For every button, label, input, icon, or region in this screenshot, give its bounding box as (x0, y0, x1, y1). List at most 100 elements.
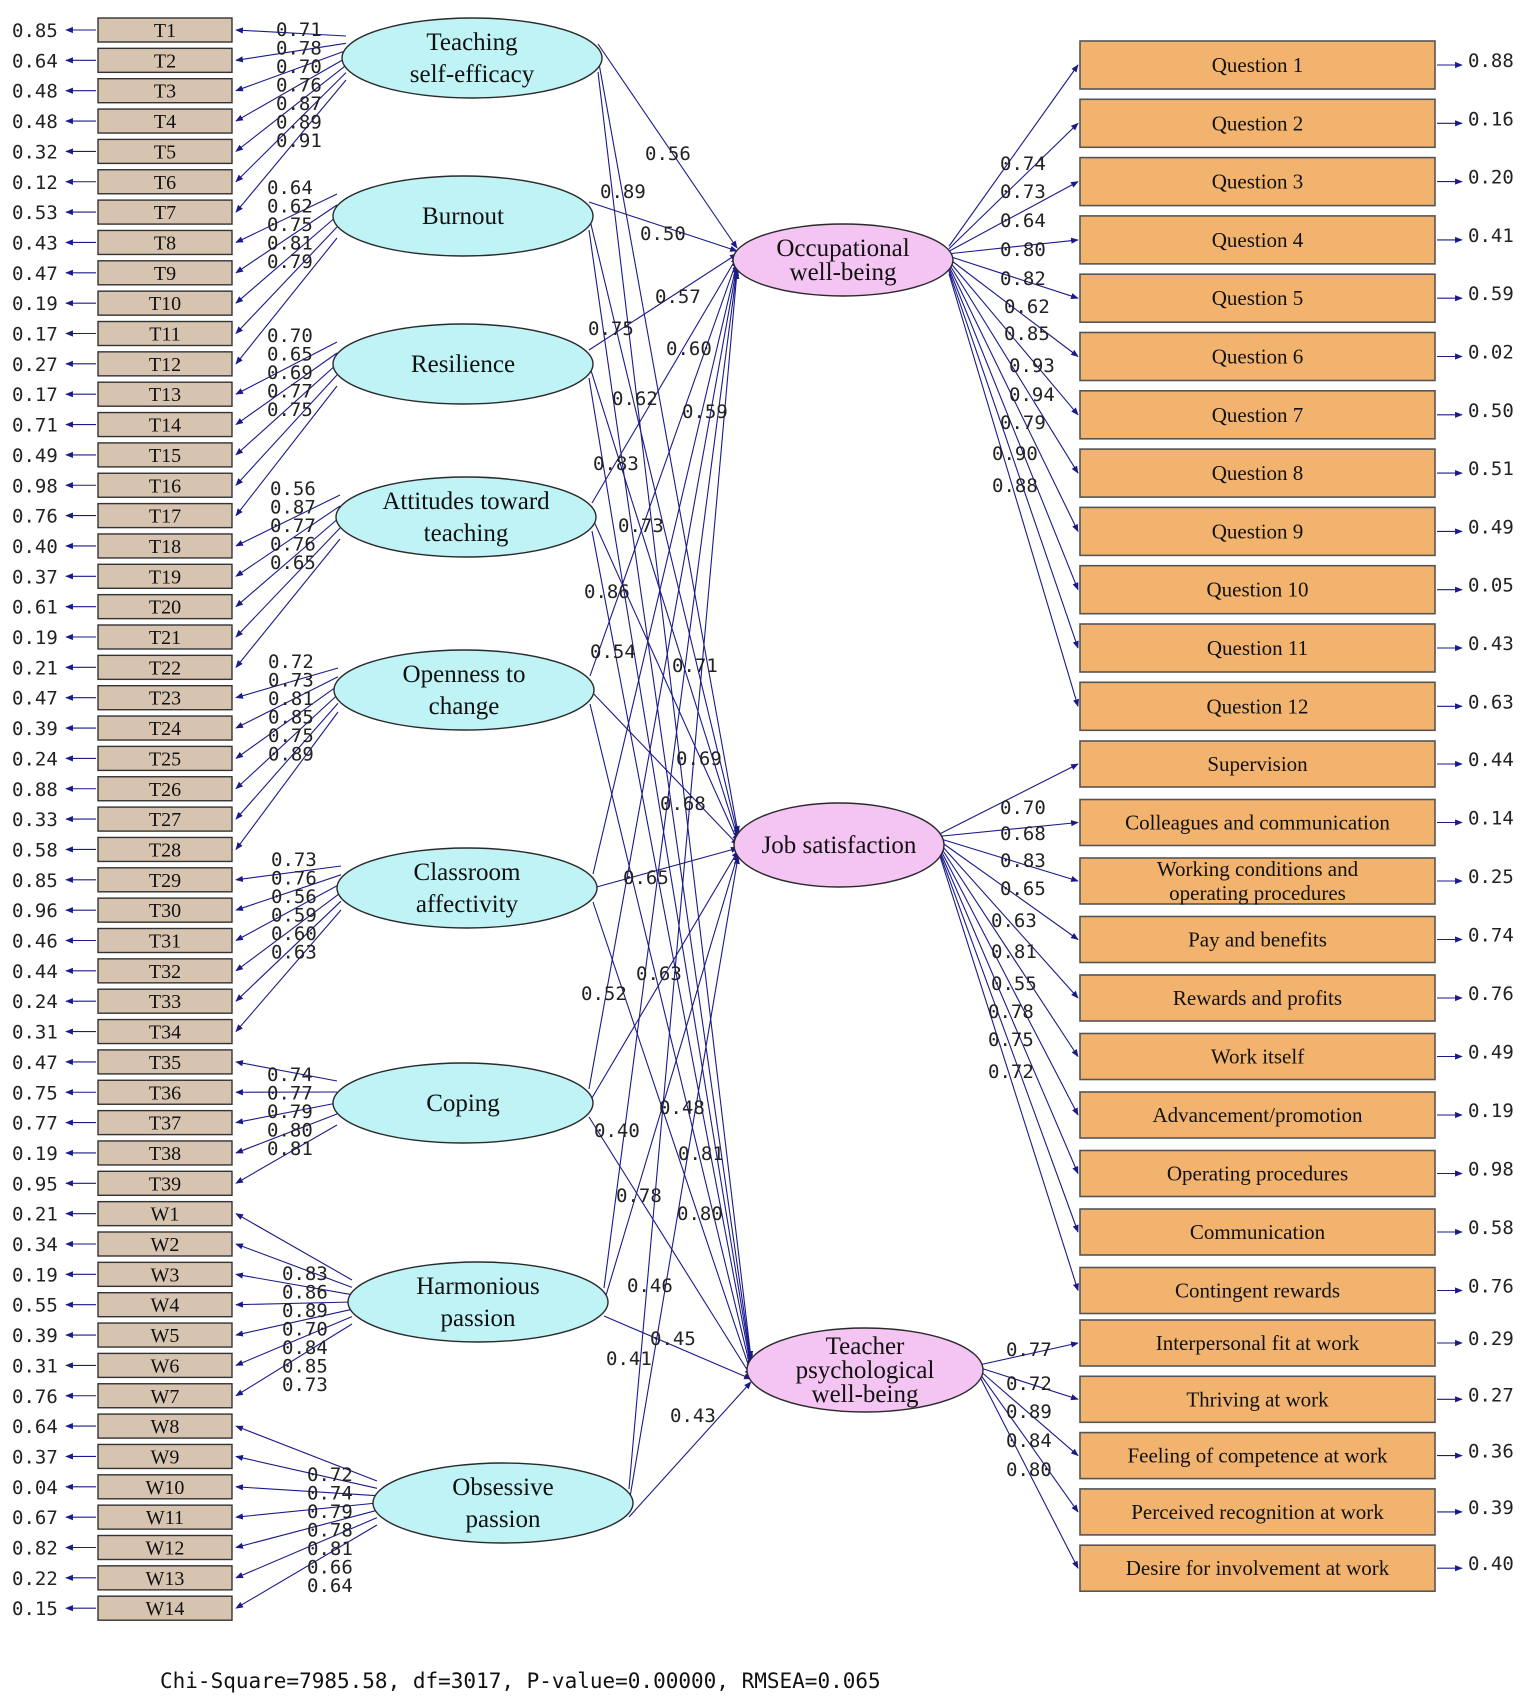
outcome-item-box (1079, 506, 1436, 557)
indicator-error-variance: 0.49 (12, 445, 58, 467)
structural-coefficient: 0.68 (660, 793, 706, 815)
node-layer (97, 17, 1436, 1621)
outcome-item-label: Thriving at work (1186, 1387, 1329, 1411)
outcome-loading: 0.89 (1006, 1401, 1052, 1423)
loading-path (235, 1272, 353, 1296)
loading-path (948, 64, 1079, 247)
factor-loading: 0.72 (307, 1464, 353, 1486)
structural-path (592, 901, 752, 1374)
loading-path (978, 1374, 1079, 1569)
outcome-item-box (1079, 915, 1436, 964)
indicator-error-variance: 0.58 (12, 839, 58, 861)
indicator-label: T10 (149, 293, 181, 315)
outcome-error-variance: 0.43 (1468, 633, 1514, 655)
indicator-box (97, 229, 233, 256)
factor-loading: 0.72 (268, 651, 314, 673)
indicator-error-variance: 0.19 (12, 1264, 58, 1286)
indicator-label: T16 (149, 475, 181, 497)
loading-path (235, 1425, 378, 1482)
outcome-item-label: Question 9 (1212, 519, 1304, 543)
indicator-label: W7 (151, 1386, 180, 1408)
indicator-label: T39 (149, 1173, 181, 1195)
latent-label: Harmonious (416, 1273, 540, 1300)
factor-loading: 0.64 (267, 177, 313, 199)
loading-path (235, 57, 347, 122)
indicator-label: T31 (149, 931, 181, 953)
indicator-error-variance: 0.96 (12, 900, 58, 922)
indicator-box (97, 593, 233, 620)
outcome-error-variance: 0.74 (1468, 925, 1514, 947)
indicator-error-variance: 0.22 (12, 1568, 58, 1590)
factor-loading: 0.73 (282, 1374, 328, 1396)
outcome-error-variance: 0.39 (1468, 1497, 1514, 1519)
outcome-loading: 0.63 (991, 910, 1037, 932)
structural-coefficient: 0.54 (590, 641, 636, 663)
loading-path (948, 271, 1079, 649)
indicator-error-variance: 0.24 (12, 748, 58, 770)
outcome-error-variance: 0.20 (1468, 167, 1514, 189)
indicator-error-variance: 0.24 (12, 991, 58, 1013)
outcome-error-variance: 0.76 (1468, 1276, 1514, 1298)
indicator-error-variance: 0.88 (12, 779, 58, 801)
attitudes-toward-teaching-latent (335, 476, 597, 558)
outcome-item-label: Question 10 (1206, 578, 1308, 602)
indicator-box (97, 47, 233, 74)
structural-coefficient: 0.63 (636, 963, 682, 985)
factor-loading: 0.77 (270, 515, 316, 537)
indicator-box (97, 776, 233, 802)
openness-to-change-latent (333, 649, 595, 731)
indicator-box (97, 1231, 233, 1257)
indicator-error-variance: 0.64 (12, 50, 58, 72)
outcome-item-box (1079, 798, 1436, 847)
outcome-item-box (1079, 1544, 1436, 1592)
outcome-loading: 0.73 (1000, 181, 1046, 203)
harmonious-passion-latent (347, 1261, 609, 1343)
factor-loading: 0.59 (271, 905, 317, 927)
indicator-label: T5 (154, 141, 176, 163)
indicator-label: T8 (154, 232, 176, 254)
outcome-loading: 0.80 (1000, 239, 1046, 261)
fit-statistics: Chi-Square=7985.58, df=3017, P-value=0.0… (160, 1669, 881, 1693)
indicator-box (97, 320, 233, 347)
indicator-box (97, 988, 233, 1014)
indicator-box (97, 958, 233, 984)
structural-path (628, 271, 740, 1490)
factor-loading: 0.64 (307, 1575, 353, 1597)
loading-path (235, 1316, 353, 1366)
indicator-error-variance: 0.34 (12, 1234, 58, 1256)
outcome-item-label: Question 7 (1212, 403, 1304, 427)
factor-loading: 0.89 (268, 744, 314, 766)
loading-path (235, 865, 342, 882)
loading-path (978, 1366, 1079, 1401)
loading-path (235, 1484, 378, 1497)
factor-loading: 0.79 (267, 251, 313, 273)
loading-path (235, 79, 347, 213)
outcome-item-label: Question 2 (1212, 111, 1304, 135)
indicator-error-variance: 0.40 (12, 536, 58, 558)
indicator-error-variance: 0.17 (12, 324, 58, 346)
loading-path (235, 363, 338, 456)
indicator-box (97, 715, 233, 741)
indicator-box (97, 77, 233, 104)
loading-path (235, 1517, 378, 1579)
structural-coefficient: 0.62 (612, 388, 658, 410)
outcome-loading: 0.88 (992, 475, 1038, 497)
indicator-box (97, 685, 233, 711)
indicator-box (97, 1352, 233, 1379)
indicator-box (97, 1140, 233, 1166)
indicator-error-variance: 0.76 (12, 506, 58, 528)
structural-coefficient: 0.52 (581, 983, 627, 1005)
factor-loading: 0.81 (268, 688, 314, 710)
factor-loading: 0.73 (268, 670, 314, 692)
outcome-item-box (1079, 1149, 1436, 1198)
indicator-box (97, 1565, 233, 1591)
outcome-item-label: Question 12 (1206, 694, 1308, 718)
factor-loading: 0.75 (267, 214, 313, 236)
indicator-label: W12 (146, 1538, 185, 1560)
outcome-item-box (1079, 331, 1436, 382)
indicator-label: T38 (149, 1143, 181, 1165)
outcome-latent-label: psychological (796, 1357, 935, 1384)
factor-loading: 0.78 (276, 38, 322, 60)
coping-latent (332, 1062, 594, 1144)
loading-path (939, 848, 1079, 1116)
